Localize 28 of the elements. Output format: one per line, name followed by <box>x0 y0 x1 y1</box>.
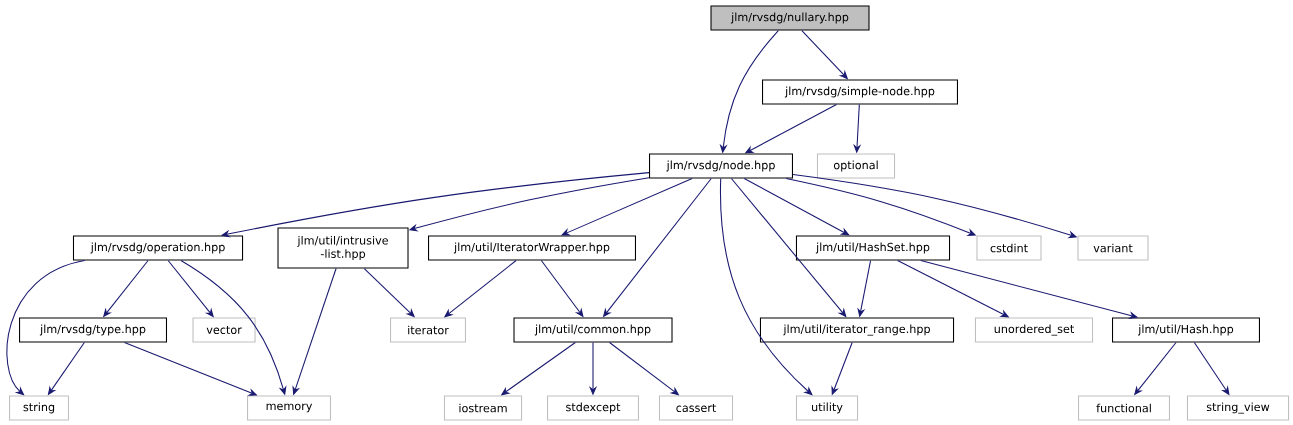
system-header-box: cstdint <box>976 235 1042 261</box>
system-header-box: memory <box>247 395 331 421</box>
header-box: jlm/util/HashSet.hpp <box>795 235 951 261</box>
arrow <box>743 178 850 236</box>
system-header-box: iterator <box>390 317 466 343</box>
system-header-box: iostream <box>443 395 523 421</box>
header-box: jlm/rvsdg/operation.hpp <box>72 235 244 261</box>
system-header-box: optional <box>816 153 896 179</box>
header-box: jlm/rvsdg/nullary.hpp <box>710 5 870 31</box>
arrow <box>720 178 813 396</box>
system-header-box: unordered_set <box>974 317 1094 343</box>
arrow <box>6 260 86 396</box>
header-box: jlm/util/Hash.hpp <box>1112 317 1260 343</box>
header-box: jlm/util/IteratorWrapper.hpp <box>428 235 636 261</box>
header-box: jlm/rvsdg/simple-node.hpp <box>762 79 958 105</box>
system-header-box: functional <box>1078 395 1170 421</box>
system-header-box: variant <box>1077 235 1149 261</box>
system-header-box: string_view <box>1186 395 1290 421</box>
header-box: jlm/rvsdg/node.hpp <box>649 153 793 179</box>
header-box: jlm/rvsdg/type.hpp <box>19 317 168 343</box>
header-box: jlm/util/common.hpp <box>513 317 673 343</box>
system-header-box: cassert <box>658 395 734 421</box>
header-box: jlm/util/intrusive -list.hpp <box>277 227 409 269</box>
system-header-box: string <box>9 395 70 421</box>
system-header-box: utility <box>795 395 859 421</box>
system-header-box: vector <box>192 317 256 343</box>
system-header-box: stdexcept <box>547 395 639 421</box>
header-box: jlm/util/iterator_range.hpp <box>759 317 955 343</box>
